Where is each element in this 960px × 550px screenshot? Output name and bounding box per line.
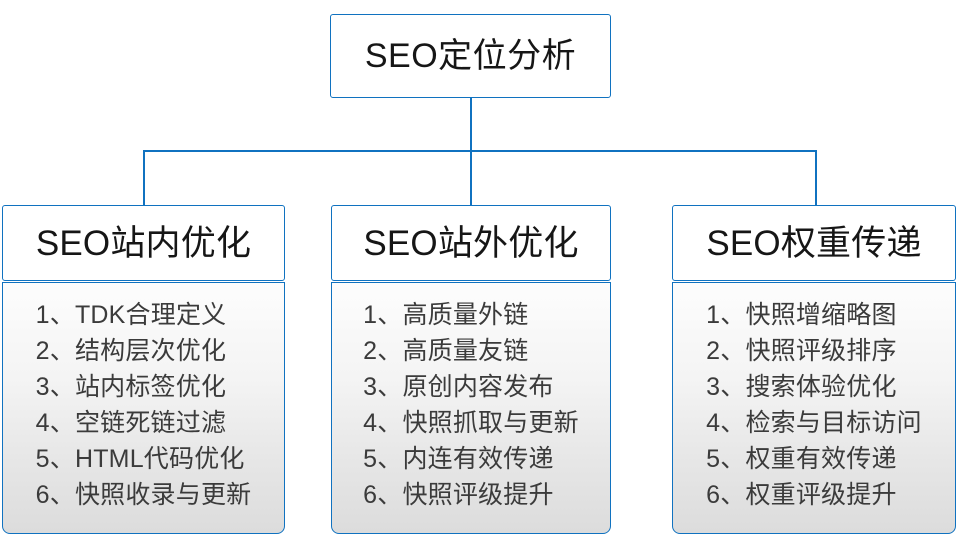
branch-body-1: 1、TDK合理定义 2、结构层次优化 3、站内标签优化 4、空链死链过滤 5、H… bbox=[2, 282, 285, 534]
connector-branch-left bbox=[143, 150, 145, 206]
list-item: 5、权重有效传递 bbox=[706, 445, 897, 473]
connector-branch-right bbox=[815, 150, 817, 206]
list-item: 2、结构层次优化 bbox=[35, 337, 227, 365]
branch-list-1: 1、TDK合理定义 2、结构层次优化 3、站内标签优化 4、空链死链过滤 5、H… bbox=[36, 297, 252, 513]
branch-header-label-1: SEO站内优化 bbox=[35, 223, 252, 263]
root-node[interactable]: SEO定位分析 bbox=[330, 14, 611, 98]
connector-branch-middle bbox=[470, 150, 472, 206]
list-item: 2、高质量友链 bbox=[363, 337, 529, 365]
list-item: 3、站内标签优化 bbox=[35, 373, 227, 401]
branch-list-3: 1、快照增缩略图 2、快照评级排序 3、搜索体验优化 4、检索与目标访问 5、权… bbox=[706, 297, 922, 513]
connector-horizontal-bus bbox=[143, 150, 817, 152]
branch-column-2: SEO站外优化 1、高质量外链 2、高质量友链 3、原创内容发布 4、快照抓取与… bbox=[331, 205, 611, 534]
list-item: 3、搜索体验优化 bbox=[706, 373, 897, 401]
branch-header-1[interactable]: SEO站内优化 bbox=[2, 205, 285, 281]
list-item: 6、权重评级提升 bbox=[706, 481, 897, 509]
branch-body-3: 1、快照增缩略图 2、快照评级排序 3、搜索体验优化 4、检索与目标访问 5、权… bbox=[672, 282, 956, 534]
branch-column-3: SEO权重传递 1、快照增缩略图 2、快照评级排序 3、搜索体验优化 4、检索与… bbox=[672, 205, 956, 534]
list-item: 1、高质量外链 bbox=[363, 301, 529, 329]
list-item: 2、快照评级排序 bbox=[706, 337, 897, 365]
list-item: 4、检索与目标访问 bbox=[706, 409, 922, 437]
list-item: 4、空链死链过滤 bbox=[35, 409, 227, 437]
branch-header-2[interactable]: SEO站外优化 bbox=[331, 205, 611, 281]
branch-column-1: SEO站内优化 1、TDK合理定义 2、结构层次优化 3、站内标签优化 4、空链… bbox=[2, 205, 285, 534]
list-item: 5、内连有效传递 bbox=[363, 445, 554, 473]
connector-root-vertical bbox=[470, 97, 472, 151]
branch-body-2: 1、高质量外链 2、高质量友链 3、原创内容发布 4、快照抓取与更新 5、内连有… bbox=[331, 282, 611, 534]
branch-header-label-2: SEO站外优化 bbox=[363, 223, 579, 263]
branch-header-label-3: SEO权重传递 bbox=[706, 223, 922, 263]
branch-header-3[interactable]: SEO权重传递 bbox=[672, 205, 956, 281]
list-item: 3、原创内容发布 bbox=[363, 373, 554, 401]
list-item: 1、快照增缩略图 bbox=[706, 301, 897, 329]
branch-list-2: 1、高质量外链 2、高质量友链 3、原创内容发布 4、快照抓取与更新 5、内连有… bbox=[363, 297, 579, 513]
root-node-label: SEO定位分析 bbox=[364, 37, 577, 75]
list-item: 5、HTML代码优化 bbox=[35, 445, 245, 473]
list-item: 4、快照抓取与更新 bbox=[363, 409, 579, 437]
list-item: 1、TDK合理定义 bbox=[35, 301, 227, 329]
list-item: 6、快照评级提升 bbox=[363, 481, 554, 509]
list-item: 6、快照收录与更新 bbox=[35, 481, 252, 509]
